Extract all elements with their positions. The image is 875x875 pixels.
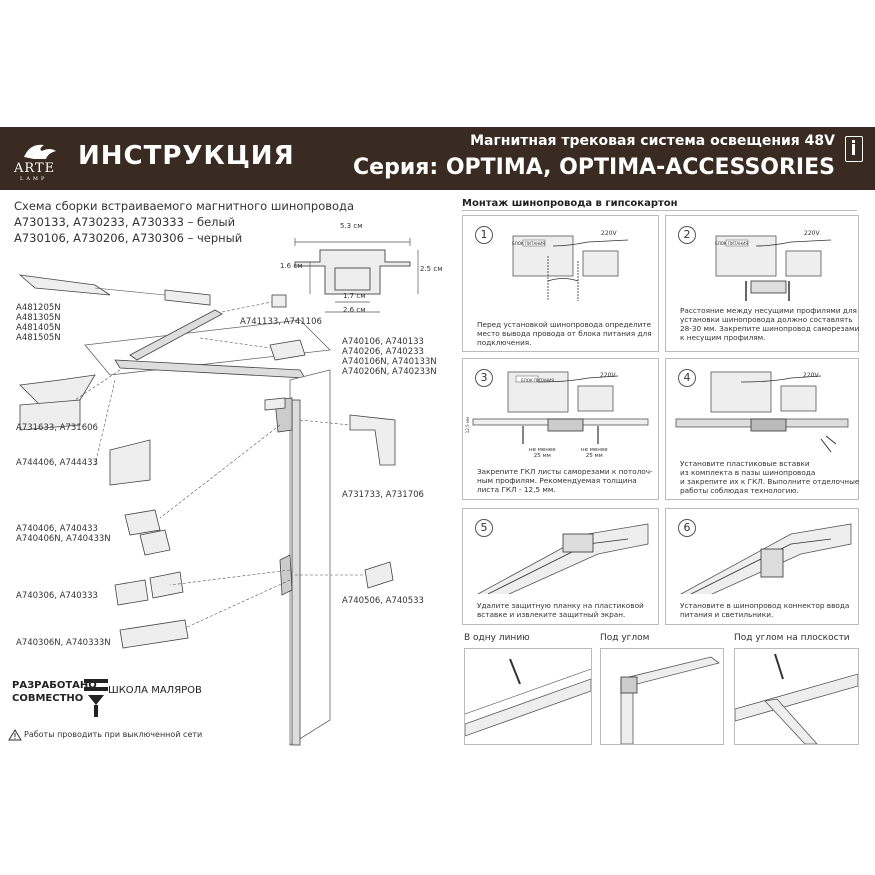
school-name: ШКОЛА МАЛЯРОВ [108, 685, 202, 696]
dim-height-right: 2.5 см [420, 265, 443, 273]
min-distance-1: не менее 25 мм [529, 447, 556, 459]
header-bar: ARTE LAMP ИНСТРУКЦИЯ Магнитная трековая … [0, 127, 875, 190]
codes-power-supply: A481205N A481305N A481405N A481505N [16, 303, 61, 343]
codes-a740506: A740506, A740533 [342, 596, 424, 606]
step-2-text: Расстояние между несущими профилями для … [680, 306, 860, 342]
plane-angle-illustration [734, 653, 859, 745]
step-4-illustration [675, 371, 849, 453]
voltage-label-2: 220V [804, 230, 820, 237]
warning-icon [8, 729, 22, 741]
scheme-title: Схема сборки встраиваемого магнитного ши… [14, 199, 355, 213]
white-codes: A730133, A730233, A730333 – белый [14, 215, 236, 229]
voltage-label-1: 220V [601, 230, 617, 237]
section-title: Монтаж шинопровода в гипсокартон [462, 198, 678, 209]
series-title: Серия: OPTIMA, OPTIMA-ACCESSORIES [353, 155, 835, 180]
step-2-illustration [715, 235, 832, 301]
step-3-text: Закрепите ГКЛ листы саморезами к потолоч… [477, 467, 653, 494]
codes-a731733: A731733, A731706 [342, 490, 424, 500]
dim-height-left: 1.6 см [280, 262, 303, 270]
dim-width-inner: 1.7 см [343, 292, 366, 300]
codes-a740306: A740306, A740333 [16, 591, 98, 601]
codes-a740406: A740406, A740433 A740406N, A740433N [16, 524, 111, 544]
step-2-number: 2 [678, 226, 696, 244]
step-6-number: 6 [678, 519, 696, 537]
griffin-icon [24, 144, 56, 159]
arte-lamp-logo: ARTE LAMP [14, 135, 66, 183]
angle-panel [600, 648, 724, 745]
step-1-text: Перед установкой шинопровода определите … [477, 320, 652, 347]
step-2-panel: 2 БЛОК ПИТАНИЯ 220V Расстояние между нес… [665, 215, 859, 352]
black-codes: A730106, A730206, A730306 – черный [14, 231, 243, 245]
warning-text: Работы проводить при выключенной сети [24, 730, 203, 739]
step-5-text: Удалите защитную планку на пластиковой в… [477, 601, 644, 619]
step-4-panel: 4 220V Установите пластиковые вставки из… [665, 358, 859, 500]
step-5-number: 5 [475, 519, 493, 537]
psu-label-1: БЛОК ПИТАНИЯ [512, 241, 545, 246]
developed-line2: СОВМЕСТНО [12, 693, 84, 704]
info-icon [845, 136, 863, 162]
step-1-number: 1 [475, 226, 493, 244]
page-title: ИНСТРУКЦИЯ [78, 141, 295, 171]
in-line-panel [464, 648, 592, 745]
product-title: Магнитная трековая система освещения 48V [470, 133, 835, 149]
codes-a744: A744406, A744433 [16, 458, 98, 468]
logo-text-lamp: LAMP [20, 176, 48, 182]
step-5-panel: 5 Удалите защитную планку на пластиковой… [462, 508, 659, 625]
psu-label-3: БЛОК ПИТАНИЯ [521, 378, 554, 383]
dim-width-bottom: 2.6 см [343, 306, 366, 314]
codes-a731633: A731633, A731606 [16, 423, 98, 433]
min-distance-2: не менее 25 мм [581, 447, 608, 459]
gkl-thickness: 12,5 мм [465, 417, 470, 434]
step-1-illustration [512, 235, 629, 301]
step-3-number: 3 [475, 369, 493, 387]
in-line-illustration [464, 658, 592, 737]
step-4-text: Установите пластиковые вставки из компле… [680, 459, 860, 495]
voltage-label-3: 220V [600, 372, 616, 379]
step-3-panel: 3 БЛОК ПИТАНИЯ 220V 12,5 мм не менее 25 … [462, 358, 659, 500]
angle-title: Под углом [600, 633, 650, 643]
plane-angle-panel [734, 648, 859, 745]
codes-a740306n: A740306N, A740333N [16, 638, 111, 648]
plane-angle-title: Под углом на плоскости [734, 633, 850, 643]
codes-a740-group: A740106, A740133 A740206, A740233 A74010… [342, 337, 437, 377]
step-6-panel: 6 Установите в шинопровод коннектор ввод… [665, 508, 859, 625]
angle-illustration [620, 656, 720, 745]
step-6-illustration [680, 523, 852, 594]
assembly-drawing [18, 274, 396, 746]
profile-cross-section [294, 238, 419, 313]
developed-line1: РАЗРАБОТАНО [12, 680, 97, 691]
step-1-panel: 1 БЛОК ПИТАНИЯ 220V Перед установкой шин… [462, 215, 659, 352]
step-3-illustration [472, 371, 649, 444]
section-divider [462, 210, 857, 211]
logo-text-arte: ARTE [14, 161, 56, 176]
voltage-label-4: 220V [803, 372, 819, 379]
school-logo-icon [84, 679, 108, 717]
psu-label-2: БЛОК ПИТАНИЯ [715, 241, 748, 246]
in-line-title: В одну линию [464, 633, 530, 643]
step-5-illustration [477, 523, 649, 594]
codes-a741: A741133, A741106 [240, 317, 322, 327]
step-6-text: Установите в шинопровод коннектор ввода … [680, 601, 850, 619]
dim-width-top: 5.3 см [340, 222, 363, 230]
step-4-number: 4 [678, 369, 696, 387]
